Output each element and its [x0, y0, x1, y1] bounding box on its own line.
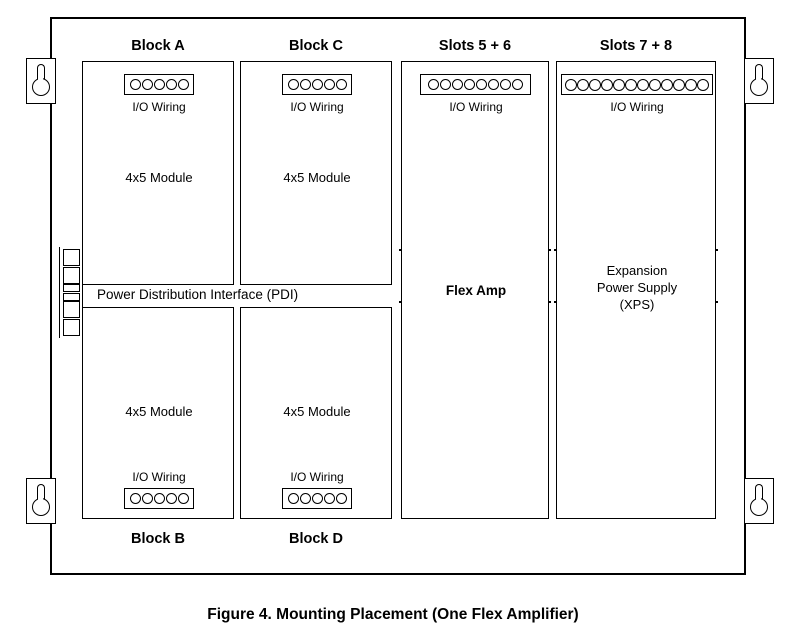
rail-notch-left-lower: [554, 301, 557, 303]
io-connector-block-a[interactable]: [124, 74, 194, 95]
xps-body-line-1: Expansion: [606, 263, 668, 278]
connector-pin: [697, 78, 709, 91]
io-wiring-label-block-a: I/O Wiring: [132, 100, 186, 114]
connector-pin: [577, 78, 589, 91]
connector-pin: [649, 78, 661, 91]
pdi-connector-bar-2[interactable]: [62, 292, 80, 301]
connector-pin: [673, 78, 685, 91]
connector-pin: [177, 79, 189, 90]
mounting-bracket-top-left: [26, 58, 56, 104]
connector-pin: [565, 78, 577, 91]
connector-pin: [625, 78, 637, 91]
connector-pin: [153, 79, 165, 90]
connector-pin: [129, 493, 141, 504]
io-wiring-label-block-b: I/O Wiring: [132, 470, 186, 484]
connector-pin: [464, 79, 475, 90]
rail-notch-right-lower: [715, 301, 718, 303]
keyhole-slot-icon: [32, 64, 50, 98]
column-label-block-b: Block B: [131, 531, 185, 547]
connector-pin: [299, 493, 311, 504]
xps-body-line-3: (XPS): [619, 297, 655, 312]
column-label-block-c: Block C: [289, 38, 343, 54]
connector-pin: [165, 493, 177, 504]
module-label-block-b: 4x5 Module: [125, 404, 193, 419]
connector-pin: [661, 78, 673, 91]
column-label-block-d: Block D: [289, 531, 343, 547]
io-connector-block-d[interactable]: [282, 488, 352, 509]
connector-pin: [323, 493, 335, 504]
rail-notch-right-upper: [548, 249, 551, 251]
pdi-connector-square-3[interactable]: [62, 301, 80, 319]
connector-pin: [129, 79, 141, 90]
connector-pin: [141, 79, 153, 90]
keyhole-slot-icon: [750, 484, 768, 518]
connector-pin: [428, 79, 439, 90]
rail-notch-right-upper: [715, 249, 718, 251]
connector-pin: [452, 79, 463, 90]
connector-pin: [287, 493, 299, 504]
panel-block-b[interactable]: 4x5 Module I/O Wiring: [82, 307, 234, 519]
mounting-bracket-bottom-left: [26, 478, 56, 524]
pdi-connector-square-2[interactable]: [62, 266, 80, 284]
rail-notch-left-lower: [399, 301, 402, 303]
pdi-connector-bar-1[interactable]: [62, 284, 80, 293]
connector-pin: [311, 493, 323, 504]
panel-block-a[interactable]: I/O Wiring 4x5 Module: [82, 61, 234, 285]
connector-pin: [299, 79, 311, 90]
keyhole-slot-icon: [750, 64, 768, 98]
mounting-bracket-bottom-right: [744, 478, 774, 524]
figure-caption: Figure 4. Mounting Placement (One Flex A…: [207, 606, 579, 623]
connector-pin: [685, 78, 697, 91]
io-connector-block-c[interactable]: [282, 74, 352, 95]
pdi-connector-square-4[interactable]: [62, 318, 80, 336]
module-label-block-d: 4x5 Module: [283, 404, 351, 419]
xps-body-line-2: Power Supply: [596, 280, 678, 295]
panel-expansion-power-supply[interactable]: I/O Wiring Expansion Power Supply (XPS): [554, 61, 718, 519]
module-label-block-a: 4x5 Module: [125, 170, 193, 185]
connector-pin: [601, 78, 613, 91]
connector-pin: [589, 78, 601, 91]
io-wiring-label-block-d: I/O Wiring: [290, 470, 344, 484]
connector-pin: [141, 493, 153, 504]
connector-pin: [613, 78, 625, 91]
pdi-connector-square-1[interactable]: [62, 249, 80, 266]
connector-pin: [177, 493, 189, 504]
panel-flex-amp[interactable]: I/O Wiring Flex Amp: [399, 61, 551, 519]
rail-notch-left-upper: [399, 249, 402, 251]
io-wiring-label-xps: I/O Wiring: [610, 100, 664, 114]
panel-body-label-flex-amp: Flex Amp: [445, 283, 507, 298]
module-label-block-c: 4x5 Module: [283, 170, 351, 185]
connector-pin: [476, 79, 487, 90]
connector-pin: [335, 493, 347, 504]
io-connector-flex-amp[interactable]: [420, 74, 531, 95]
panel-block-d[interactable]: 4x5 Module I/O Wiring: [240, 307, 392, 519]
connector-pin: [323, 79, 335, 90]
connector-pin: [512, 79, 523, 90]
connector-pin: [637, 78, 649, 91]
rail-notch-right-lower: [548, 301, 551, 303]
column-label-block-a: Block A: [131, 38, 185, 54]
pdi-label: Power Distribution Interface (PDI): [97, 287, 299, 302]
panel-block-c[interactable]: I/O Wiring 4x5 Module: [240, 61, 392, 285]
connector-pin: [488, 79, 499, 90]
keyhole-slot-icon: [32, 484, 50, 518]
connector-pin: [440, 79, 451, 90]
connector-pin: [311, 79, 323, 90]
connector-pin: [287, 79, 299, 90]
io-wiring-label-block-c: I/O Wiring: [290, 100, 344, 114]
pdi-connector-stack[interactable]: [59, 247, 83, 338]
io-wiring-label-flex-amp: I/O Wiring: [449, 100, 503, 114]
rail-notch-left-upper: [554, 249, 557, 251]
connector-pin: [335, 79, 347, 90]
io-connector-xps[interactable]: [561, 74, 713, 95]
mounting-bracket-top-right: [744, 58, 774, 104]
column-label-slots-5-6: Slots 5 + 6: [438, 38, 512, 54]
io-connector-block-b[interactable]: [124, 488, 194, 509]
column-label-slots-7-8: Slots 7 + 8: [599, 38, 673, 54]
connector-pin: [153, 493, 165, 504]
connector-pin: [165, 79, 177, 90]
connector-pin: [500, 79, 511, 90]
